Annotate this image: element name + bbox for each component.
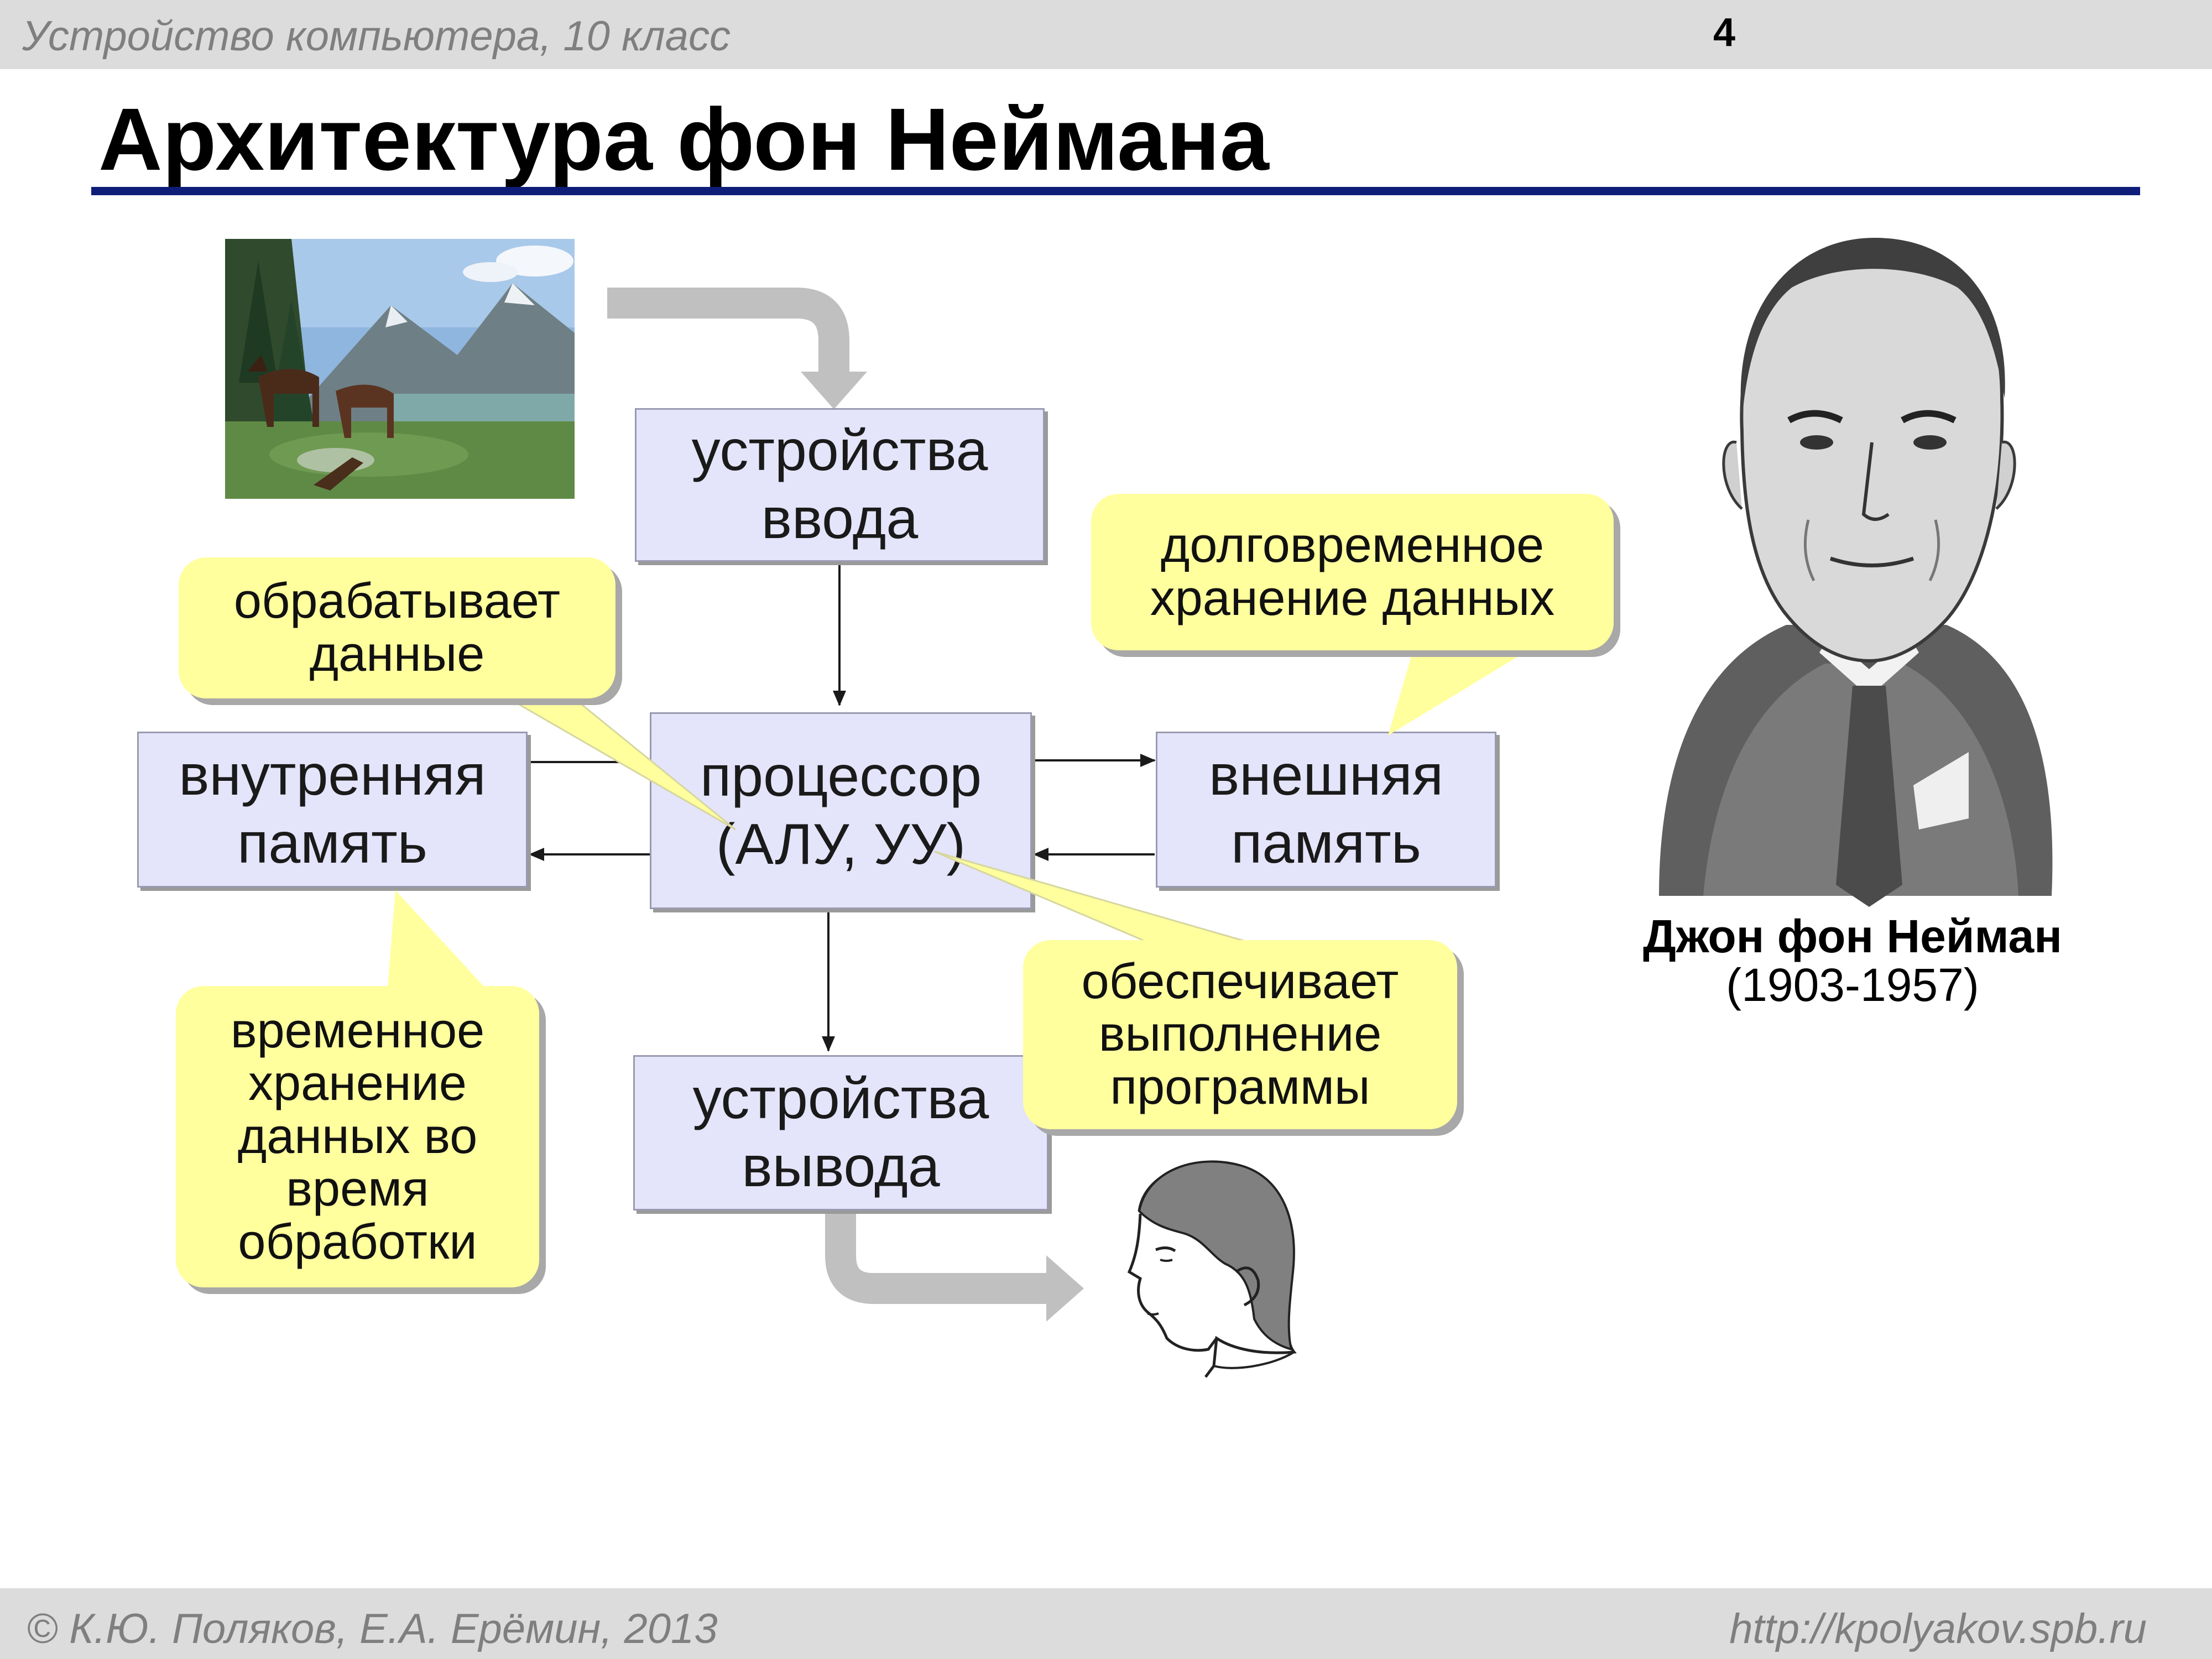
person-head-icon — [1127, 1160, 1297, 1378]
internal-memory-box: внутренняя память — [137, 732, 528, 888]
tail-long-term — [1388, 641, 1543, 735]
callout-temporary-storage: временное хранение данных во время обраб… — [176, 986, 539, 1287]
external-memory-label: внешняя память — [1208, 743, 1444, 875]
course-label: Устройство компьютера, 10 класс — [22, 13, 731, 60]
tail-temporary — [387, 890, 492, 995]
internal-memory-label: внутренняя память — [179, 743, 486, 875]
callout-processes-data: обрабатывает данные — [179, 557, 615, 698]
callout-execution-text: обеспечивает выполнение программы — [1081, 953, 1399, 1115]
output-devices-box: устройства вывода — [633, 1055, 1048, 1211]
site-url[interactable]: http://kpolyakov.spb.ru — [1729, 1605, 2147, 1652]
input-flow-arrow — [607, 288, 867, 409]
header-bar: Устройство компьютера, 10 класс 4 — [0, 0, 2212, 69]
callout-processes-text: обрабатывает данные — [233, 573, 561, 682]
external-memory-box: внешняя память — [1156, 732, 1496, 888]
input-devices-label: устройства ввода — [691, 419, 988, 551]
input-devices-box: устройства ввода — [635, 408, 1045, 562]
portrait-years: (1903-1957) — [1726, 959, 1979, 1011]
portrait-name: Джон фон Нейман — [1643, 910, 2062, 962]
slide-title: Архитектура фон Неймана — [98, 90, 1269, 189]
page-number: 4 — [1713, 11, 1736, 55]
copyright-text: © К.Ю. Поляков, Е.А. Ерёмин, 2013 — [27, 1605, 718, 1652]
footer-bar: © К.Ю. Поляков, Е.А. Ерёмин, 2013 http:/… — [0, 1588, 2212, 1659]
processor-label: процессор (АЛУ, УУ) — [700, 744, 982, 877]
portrait-icon — [1659, 238, 2053, 907]
callout-program-execution: обеспечивает выполнение программы — [1023, 940, 1457, 1129]
callout-temporary-text: временное хранение данных во время обраб… — [230, 1003, 485, 1270]
output-flow-arrow — [825, 1210, 1084, 1322]
callout-long-term-storage: долговременное хранение данных — [1091, 494, 1614, 650]
callout-long-term-text: долговременное хранение данных — [1150, 518, 1555, 626]
title-underline — [91, 187, 2140, 195]
output-devices-label: устройства вывода — [692, 1066, 989, 1199]
landscape-photo — [225, 239, 575, 499]
